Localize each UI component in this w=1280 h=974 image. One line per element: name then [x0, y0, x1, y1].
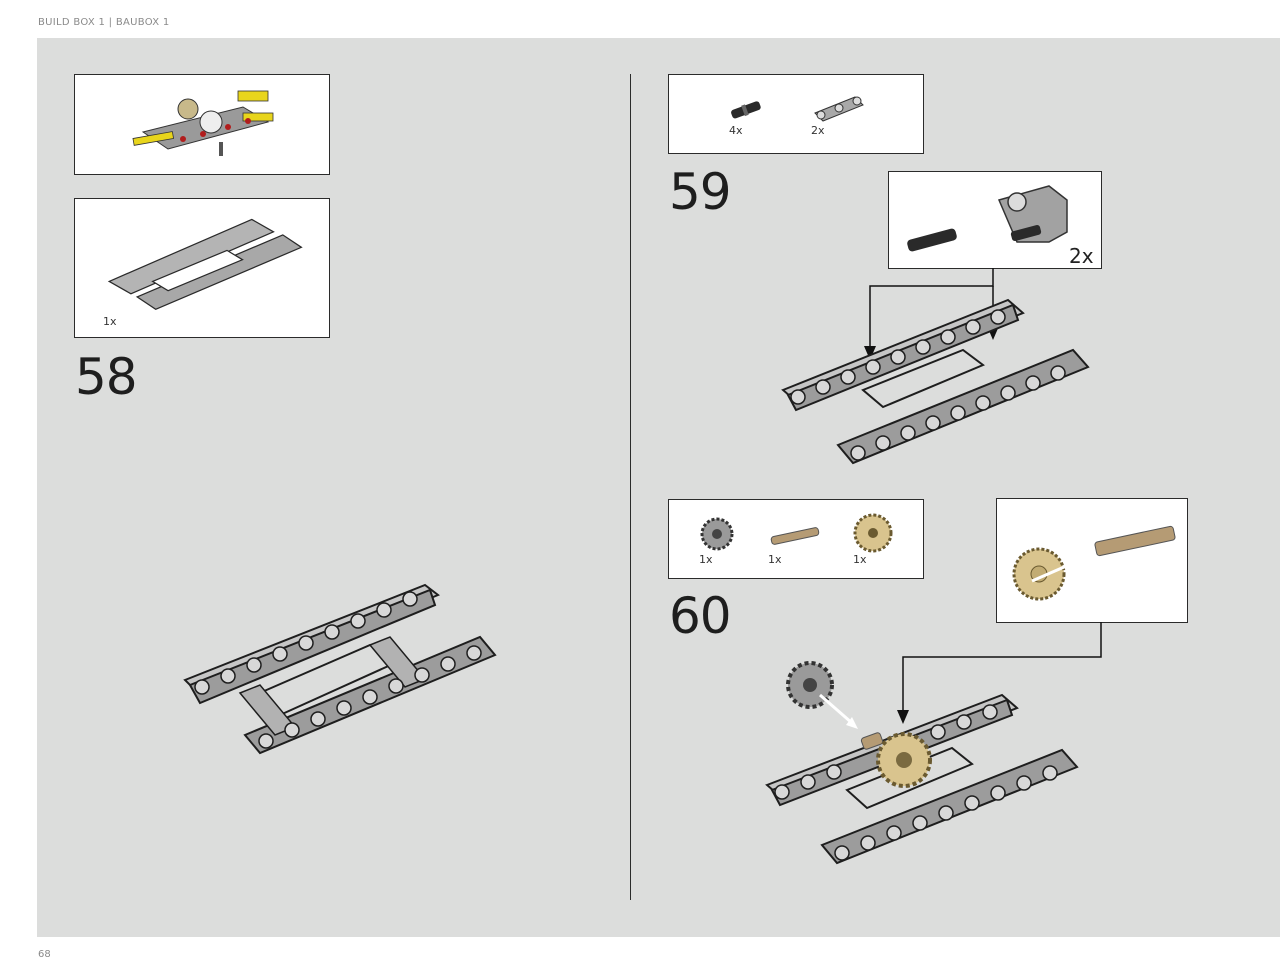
gear-tan-icon: [853, 513, 893, 553]
gear-insertion-icon: [786, 661, 858, 729]
pin-icon: [731, 101, 761, 119]
model-preview-box: [74, 74, 330, 175]
page-header: BUILD BOX 1 | BAUBOX 1: [38, 17, 170, 28]
column-divider: [630, 74, 631, 900]
step-number-59: 59: [669, 163, 732, 221]
axle-icon: [770, 527, 820, 545]
beam-icon: [814, 96, 864, 122]
parts-box-60: 1x 1x 1x: [668, 499, 924, 579]
part-qty-label: 2x: [811, 124, 825, 137]
page-number: 68: [38, 949, 51, 960]
part-qty-label: 1x: [853, 553, 867, 566]
gear-small-icon: [700, 517, 734, 551]
pin-beam-subassembly-icon: [907, 185, 1068, 252]
frame-assembly-icon: [183, 583, 497, 755]
gear-axle-subassembly-icon: [1012, 525, 1176, 601]
frame-with-gear-icon: [765, 693, 1079, 865]
assembly-arrow-icon: [897, 622, 1102, 724]
part-qty-label: 1x: [768, 553, 782, 566]
frame-icon: [107, 218, 303, 311]
frame-assembly-icon: [781, 298, 1090, 465]
model-preview-icon: [132, 90, 274, 156]
part-qty-label: 1x: [699, 553, 713, 566]
part-qty-label: 4x: [729, 124, 743, 137]
parts-box-59: 4x 2x: [668, 74, 924, 154]
part-qty-label: 1x: [103, 315, 117, 328]
subassembly-box-60: [996, 498, 1188, 623]
step-number-58: 58: [75, 348, 138, 406]
parts-box-58: 1x: [74, 198, 330, 338]
subassembly-box-59: 2x: [888, 171, 1102, 269]
subassembly-multiplier: 2x: [1069, 244, 1094, 268]
step-number-60: 60: [669, 587, 732, 645]
